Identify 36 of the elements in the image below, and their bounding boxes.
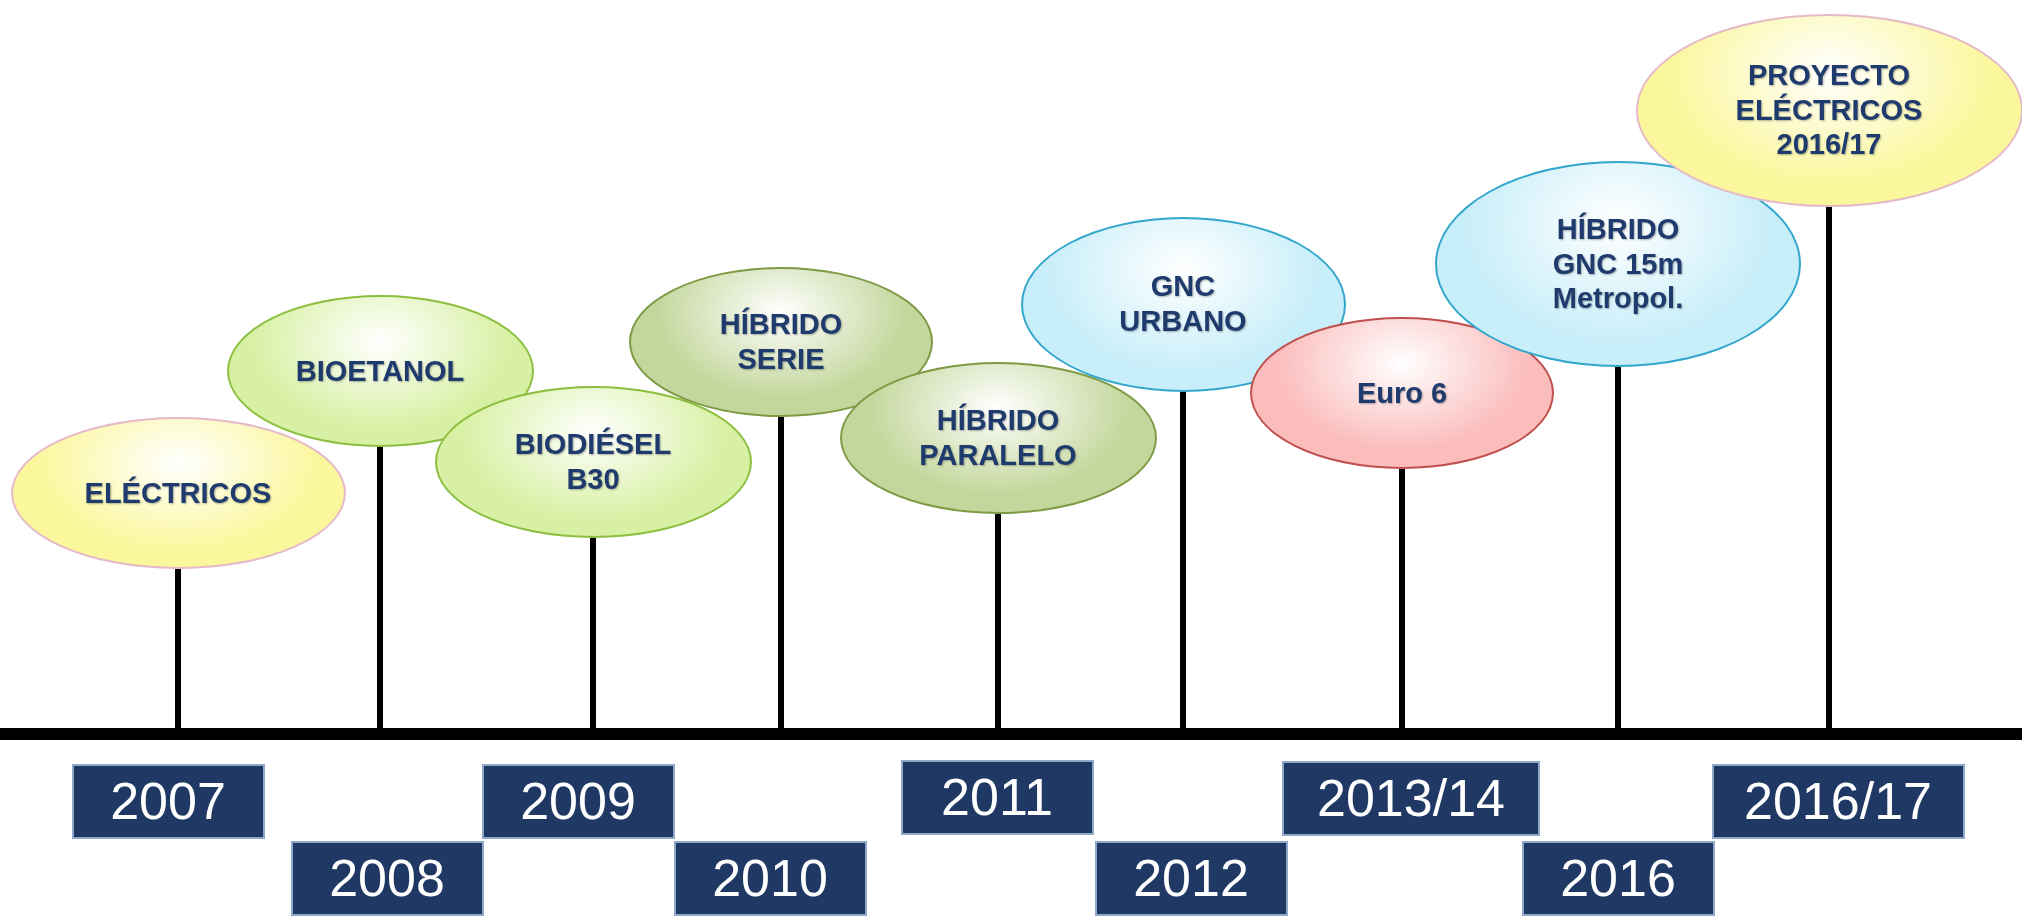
connector-stem bbox=[778, 417, 784, 728]
milestone-label: HÍBRIDO PARALELO bbox=[918, 403, 1078, 473]
year-label: 2011 bbox=[941, 767, 1053, 827]
year-box bbox=[290, 840, 484, 916]
milestone-label: Euro 6 bbox=[1356, 375, 1448, 411]
milestone-label: PROYECTO ELÉCTRICOS 2016/17 bbox=[1734, 57, 1924, 163]
milestone-label: GNC URBANO bbox=[1118, 269, 1248, 339]
year-label: 2016 bbox=[1560, 848, 1676, 908]
connector-stem bbox=[377, 447, 383, 728]
year-label: 2016/17 bbox=[1744, 771, 1932, 831]
year-label: 2009 bbox=[520, 771, 636, 831]
milestone-label: HÍBRIDO SERIE bbox=[718, 307, 844, 377]
milestone-label: ELÉCTRICOS bbox=[84, 475, 272, 511]
connector-stem bbox=[175, 569, 181, 728]
year-label: 2013/14 bbox=[1317, 768, 1505, 828]
connector-stem bbox=[1180, 391, 1186, 728]
milestone-label: BIODIÉSEL B30 bbox=[513, 427, 673, 497]
connector-stem bbox=[1615, 367, 1621, 728]
year-box bbox=[1094, 840, 1288, 916]
year-label: 2008 bbox=[329, 848, 445, 908]
connector-stem bbox=[590, 538, 596, 728]
year-box bbox=[900, 759, 1094, 835]
year-label: 2007 bbox=[110, 771, 226, 831]
year-label: 2010 bbox=[712, 848, 828, 908]
connector-stem bbox=[1399, 469, 1405, 728]
year-box bbox=[1711, 763, 1965, 839]
milestone-label: HÍBRIDO GNC 15m Metropol. bbox=[1551, 211, 1685, 317]
year-label: 2012 bbox=[1133, 848, 1249, 908]
year-box bbox=[71, 763, 265, 839]
connector-stem bbox=[1826, 206, 1832, 728]
year-box bbox=[1282, 760, 1540, 836]
year-box bbox=[1521, 840, 1715, 916]
year-box bbox=[673, 840, 867, 916]
milestone-label: BIOETANOL bbox=[295, 353, 465, 389]
connector-stem bbox=[995, 514, 1001, 728]
year-box bbox=[481, 763, 675, 839]
